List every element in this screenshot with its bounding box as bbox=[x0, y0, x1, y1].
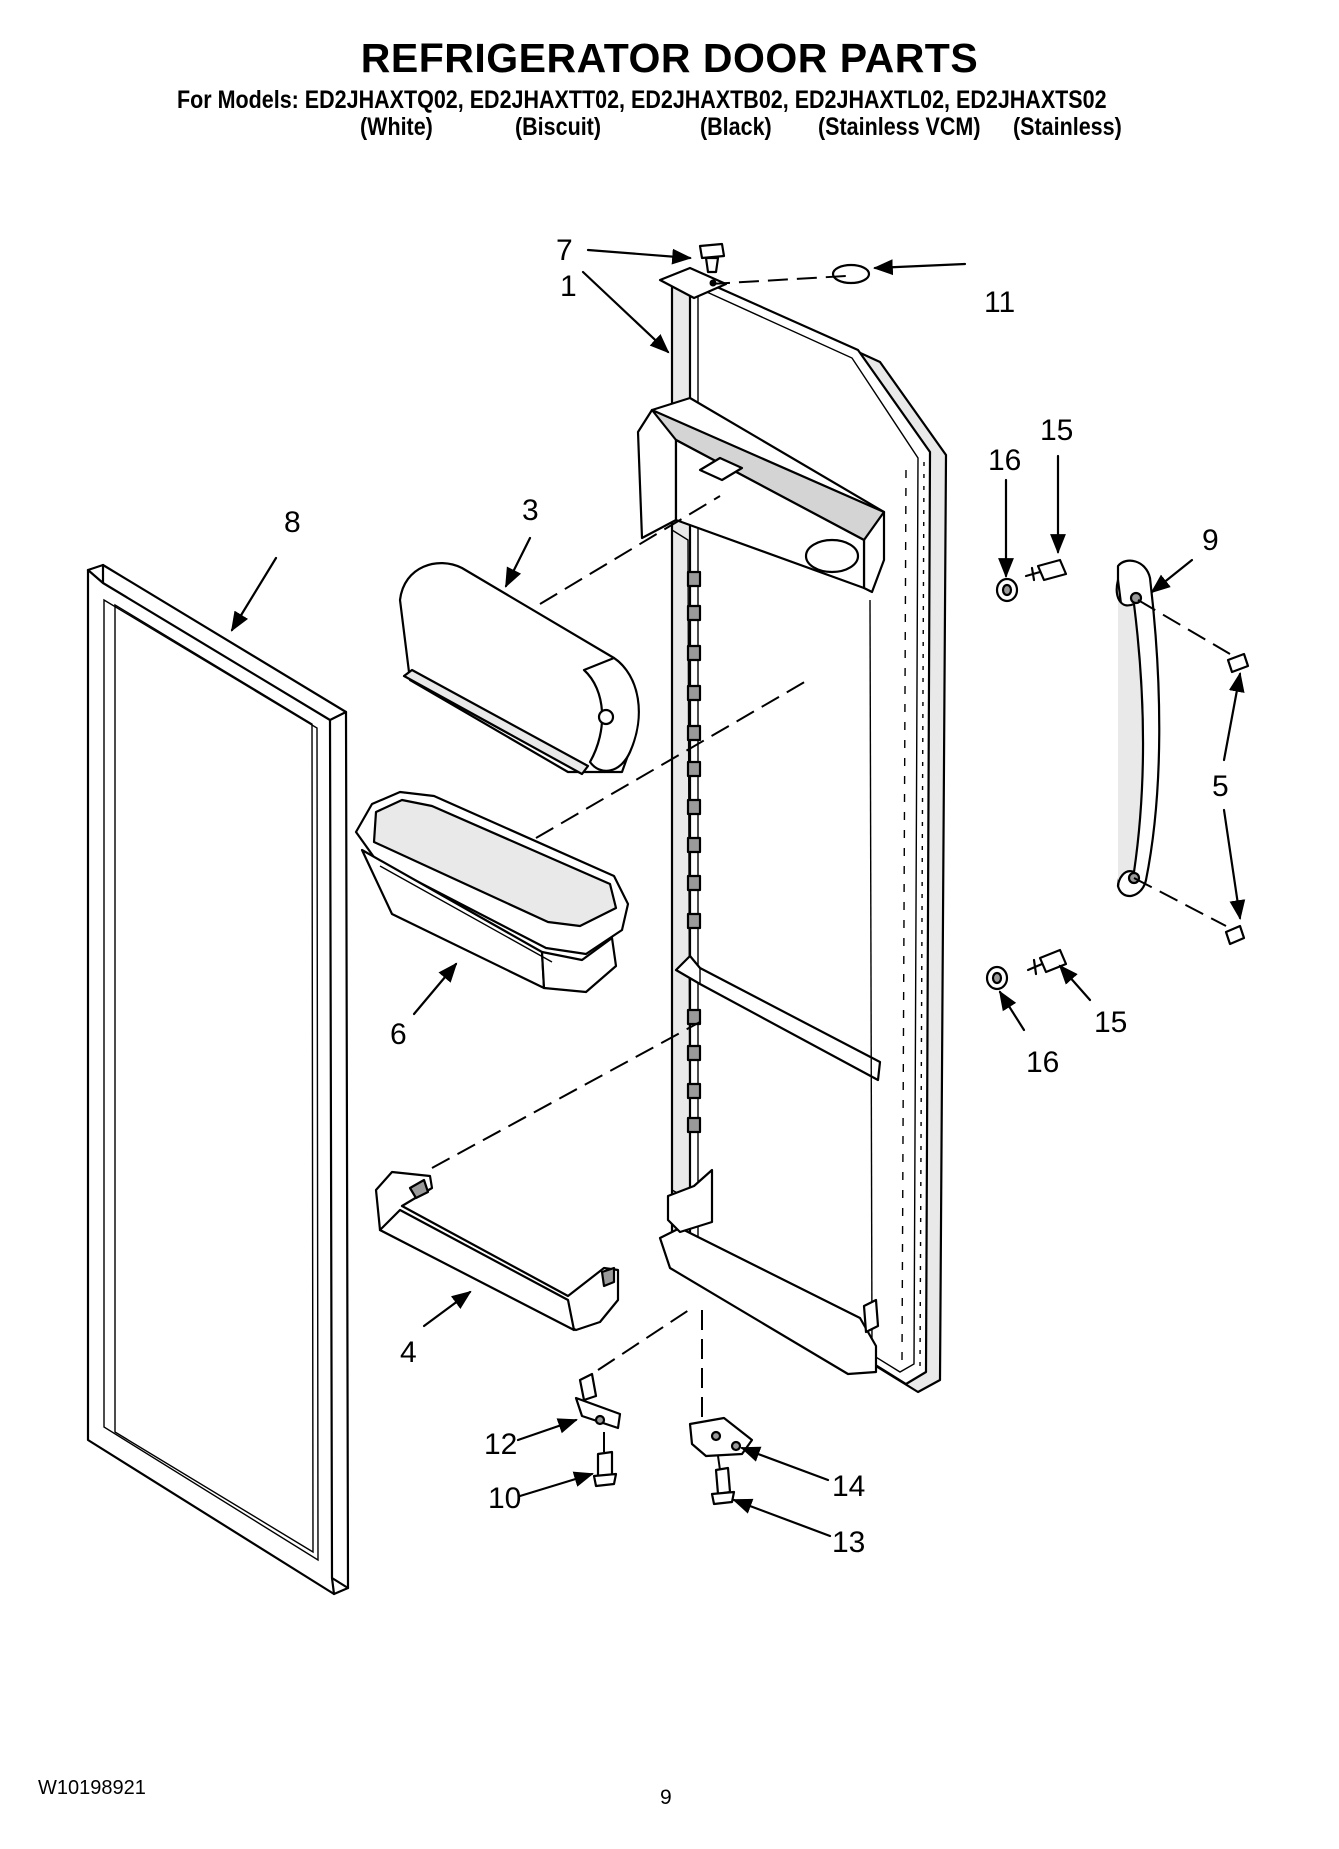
screw-top bbox=[1024, 558, 1068, 582]
document-code: W10198921 bbox=[38, 1777, 146, 1799]
callout-5: 5 bbox=[1212, 770, 1229, 803]
door-gasket bbox=[86, 563, 350, 1596]
top-fastener bbox=[698, 242, 726, 274]
page-title: REFRIGERATOR DOOR PARTS bbox=[360, 35, 979, 81]
callout-12: 12 bbox=[484, 1428, 517, 1461]
callout-4: 4 bbox=[400, 1336, 417, 1369]
hinge-bracket bbox=[688, 1416, 754, 1458]
plug-top bbox=[1226, 652, 1250, 674]
color-stainless: (Stainless) bbox=[1013, 113, 1122, 141]
callout-16-bottom: 16 bbox=[1026, 1046, 1059, 1079]
door-handle bbox=[1115, 559, 1161, 897]
color-biscuit: (Biscuit) bbox=[515, 113, 601, 141]
callout-15-top: 15 bbox=[1040, 414, 1073, 447]
ice-bin-cover bbox=[398, 562, 640, 776]
callout-7: 7 bbox=[556, 234, 573, 267]
bushing-bottom bbox=[985, 965, 1009, 991]
hinge-screw bbox=[592, 1450, 618, 1488]
top-spacer bbox=[831, 263, 871, 285]
callout-3: 3 bbox=[522, 494, 539, 527]
page-number: 9 bbox=[660, 1786, 672, 1809]
bushing-top bbox=[995, 577, 1019, 603]
callout-15-bottom: 15 bbox=[1094, 1006, 1127, 1039]
callout-labels: 7 1 11 15 16 8 3 9 5 6 15 16 4 12 10 14 … bbox=[284, 234, 1229, 1559]
callout-14: 14 bbox=[832, 1470, 865, 1503]
assembly-lines bbox=[431, 275, 1231, 1471]
screw-bottom bbox=[1026, 948, 1068, 976]
callout-9: 9 bbox=[1202, 524, 1219, 557]
callout-11: 11 bbox=[984, 286, 1015, 319]
hinge-pin-bracket bbox=[574, 1372, 622, 1430]
callout-13: 13 bbox=[832, 1526, 865, 1559]
callout-16-top: 16 bbox=[988, 444, 1021, 477]
callout-arrows bbox=[230, 248, 1246, 1538]
color-stainless-vcm: (Stainless VCM) bbox=[818, 113, 981, 141]
shelf-studs bbox=[686, 570, 702, 1134]
door-liner bbox=[636, 266, 948, 1394]
color-white: (White) bbox=[360, 113, 433, 141]
plug-bottom bbox=[1224, 924, 1246, 946]
callout-10: 10 bbox=[488, 1482, 521, 1515]
door-bin-large bbox=[354, 790, 630, 994]
callout-1: 1 bbox=[560, 270, 577, 303]
color-black: (Black) bbox=[700, 113, 772, 141]
callout-6: 6 bbox=[390, 1018, 407, 1051]
bracket-screw bbox=[710, 1466, 736, 1506]
callout-8: 8 bbox=[284, 506, 301, 539]
door-bin-small bbox=[374, 1170, 620, 1332]
models-line: For Models: ED2JHAXTQ02, ED2JHAXTT02, ED… bbox=[177, 86, 1107, 114]
